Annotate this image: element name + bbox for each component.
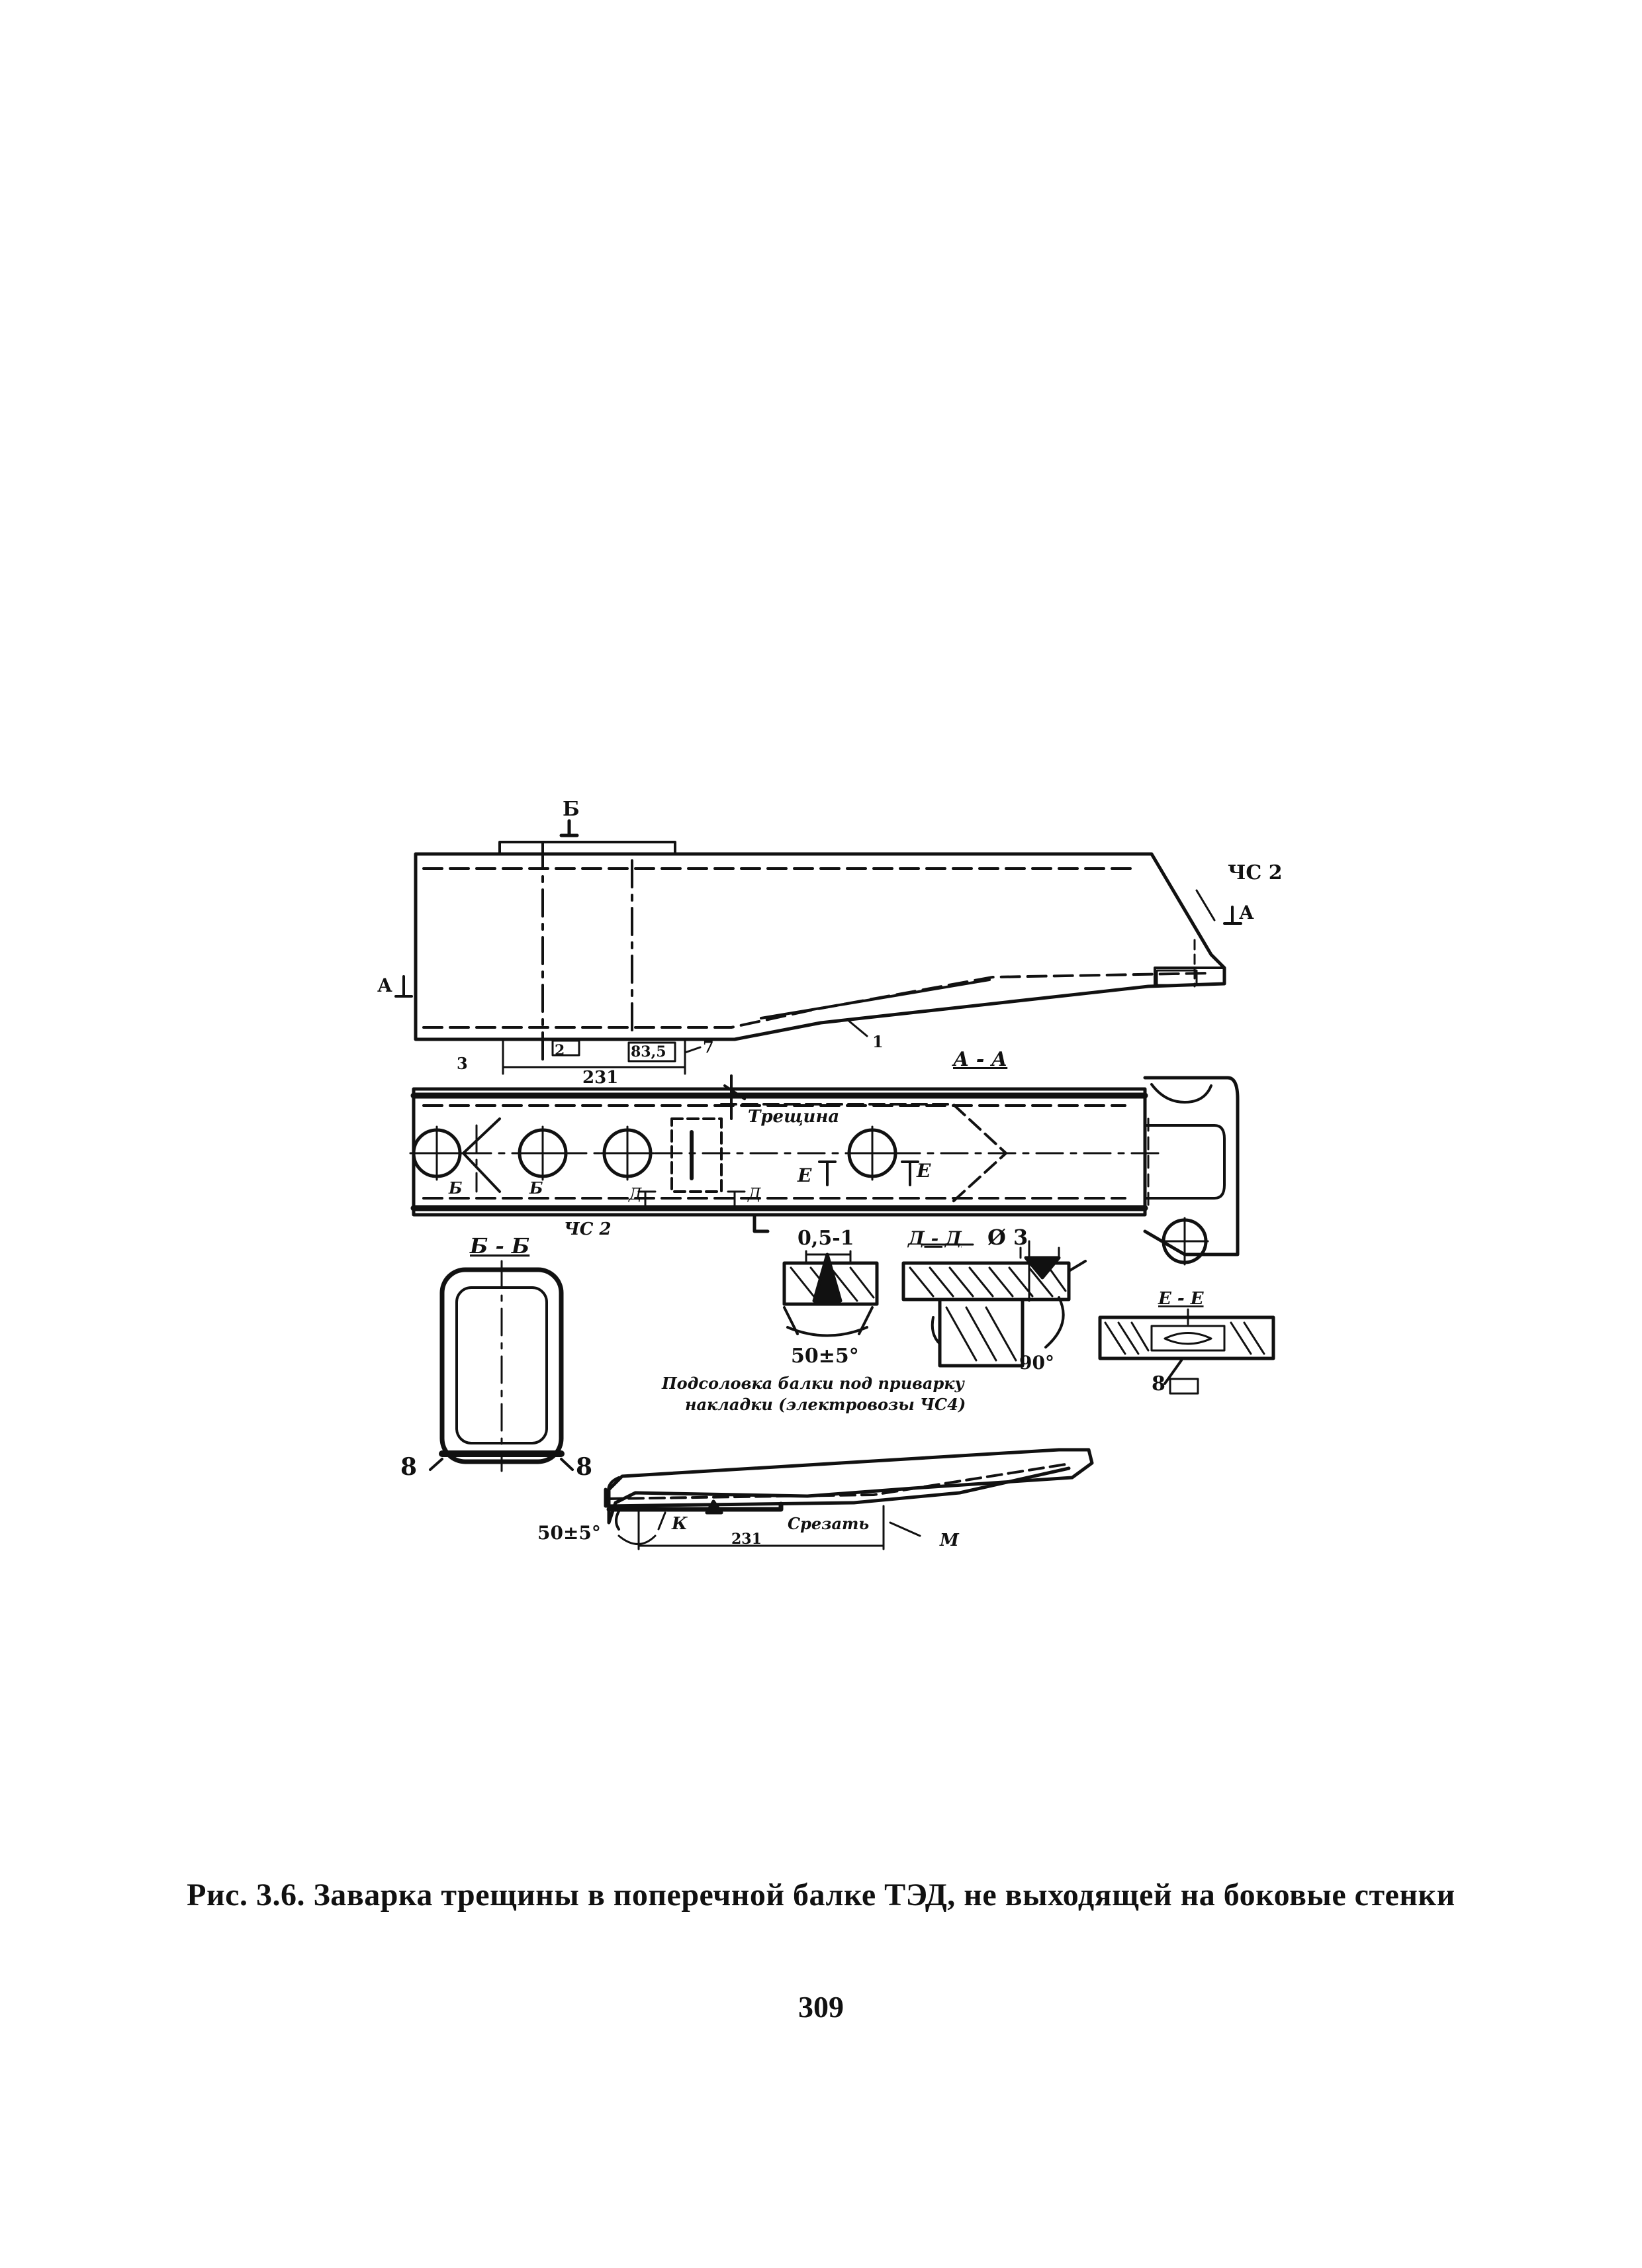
label-weld-8-ee: 8 [1152,1372,1165,1395]
label-b-mark-2: Б [529,1178,543,1198]
label-b-mark-1: Б [448,1178,463,1198]
label-e-mark-1: Е [797,1164,812,1186]
label-cut: Срезать [788,1514,869,1533]
section-b-b-view [429,1260,574,1472]
top-view [394,819,1242,1075]
label-d-mark-1: Д [628,1185,642,1204]
label-dia-3: Ø 3 [987,1225,1028,1250]
section-d-d-view [901,1240,1087,1368]
label-k-mark: К [671,1514,688,1534]
label-chs2-right: ЧС 2 [1228,861,1283,884]
page-number: 309 [798,1990,844,2024]
figure-caption: Рис. 3.6. Заварка трещины в поперечной б… [187,1877,1455,1913]
label-angle-50-1: 50±5° [791,1345,859,1368]
label-ref-7: 7 [703,1037,714,1057]
section-a-a-view [409,1074,1240,1266]
label-section-e-e: Е - Е [1158,1289,1205,1309]
label-note-line1: Подсоловка балки под приварку [661,1374,965,1393]
label-crack: Трещина [748,1107,839,1127]
label-angle-90: 90° [1019,1352,1054,1374]
label-d-mark-2: Д [747,1185,761,1204]
weld-detail-a [782,1250,879,1337]
section-e-e-view [1098,1308,1275,1395]
label-a-left: А [377,974,392,996]
label-m-mark: М [939,1531,960,1550]
label-ref-2: 2 [555,1042,565,1059]
label-weld-8-right: 8 [576,1453,592,1481]
label-ref-3: 3 [457,1054,468,1073]
label-a-right: А [1239,902,1254,923]
label-e-mark-2: Е [916,1160,931,1182]
label-section-d-d: Д - Д [907,1227,962,1249]
label-section-a-a: А - А [952,1048,1007,1071]
label-dim-231-top: 231 [582,1068,618,1088]
label-chs2-bottom: ЧС 2 [564,1219,612,1239]
drawing-labels: Б ЧС 2 А А 231 83,5 7 1 2 А - А 3 Трещин… [377,798,1283,1550]
label-weld-8-left: 8 [400,1453,417,1481]
label-note-line2: накладки (электровозы ЧС4) [685,1395,966,1414]
label-dim-231-bottom: 231 [731,1531,762,1548]
label-dim-0-5-1: 0,5-1 [798,1227,854,1250]
label-section-b-b: Б - Б [469,1233,529,1258]
label-dim-83-5: 83,5 [631,1043,666,1061]
label-angle-50-2: 50±5° [537,1522,601,1544]
label-section-b-top: Б [563,798,580,821]
bottom-beam-view [604,1448,1094,1550]
label-ref-1: 1 [872,1032,884,1051]
